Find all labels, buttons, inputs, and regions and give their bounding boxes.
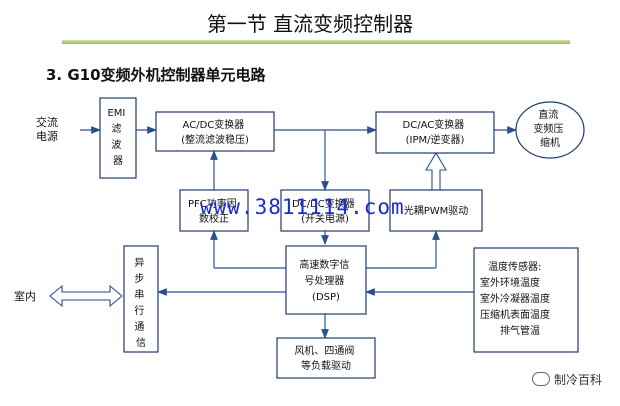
title-underline: [62, 40, 570, 44]
dc-dc-converter-block: DC/DC变换器 (开关电源): [280, 189, 370, 232]
brand-logo-text: 制冷百科: [553, 373, 602, 387]
serial-comm-text: 异 步 串 行 通 信: [134, 257, 147, 349]
pwm-driver-text: 光耦PWM驱动: [404, 204, 469, 217]
compressor-text: 直流 变频压 缩机: [533, 108, 566, 149]
load-driver-text: 风机、四通阀 等负载驱动: [294, 344, 357, 372]
serial-comm-block: 异 步 串 行 通 信: [123, 245, 159, 353]
brand-logo: 制冷百科: [531, 371, 602, 388]
watermark-text: www.3811114.com: [200, 195, 405, 219]
emi-filter-block: EMI 滤 波 器: [99, 97, 137, 179]
pfc-text: PFC功率因 数校正: [188, 197, 240, 225]
ac-dc-converter-block: AC/DC变换器 (整流滤波稳压): [155, 111, 275, 152]
ac-dc-converter-text: AC/DC变换器 (整流滤波稳压): [181, 118, 249, 146]
section-subtitle: 3. G10变频外机控制器单元电路: [46, 66, 266, 84]
indoor-label: 室内: [14, 289, 36, 303]
compressor-block: 直流 变频压 缩机: [515, 101, 585, 159]
page-title: 第一节 直流变频控制器: [206, 12, 414, 36]
ac-source-label: 交流电源: [36, 115, 58, 143]
dc-dc-converter-text: DC/DC变换器 (开关电源): [292, 197, 358, 225]
load-driver-block: 风机、四通阀 等负载驱动: [276, 337, 376, 379]
dc-ac-converter-text: DC/AC变换器 (IPM/逆变器): [403, 118, 468, 146]
temperature-sensors-text: 温度传感器: 室外环境温度 室外冷凝器温度 压缩机表面温度 排气管温: [480, 260, 553, 337]
dc-ac-converter-block: DC/AC变换器 (IPM/逆变器): [375, 111, 495, 154]
arrow-indoor-serial-link: [49, 284, 123, 308]
wechat-icon: [531, 372, 550, 386]
emi-filter-text: EMI 滤 波 器: [107, 108, 128, 167]
pfc-block: PFC功率因 数校正: [179, 189, 249, 232]
pwm-driver-block: 光耦PWM驱动: [389, 189, 483, 232]
arrow-pwm-to-dcac: [425, 151, 447, 191]
dsp-block: 高速数字信 号处理器 (DSP): [285, 245, 367, 315]
temperature-sensors-block: 温度传感器: 室外环境温度 室外冷凝器温度 压缩机表面温度 排气管温: [473, 247, 579, 353]
dsp-text: 高速数字信 号处理器 (DSP): [299, 258, 352, 303]
